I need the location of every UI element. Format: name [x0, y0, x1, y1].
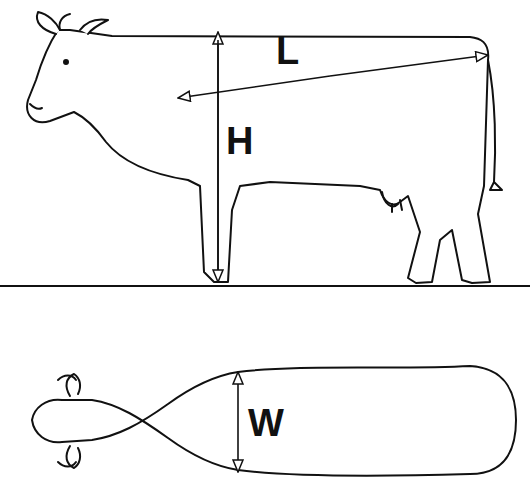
- height-label: H: [226, 122, 253, 160]
- width-label: W: [248, 404, 284, 442]
- length-label: L: [276, 32, 299, 70]
